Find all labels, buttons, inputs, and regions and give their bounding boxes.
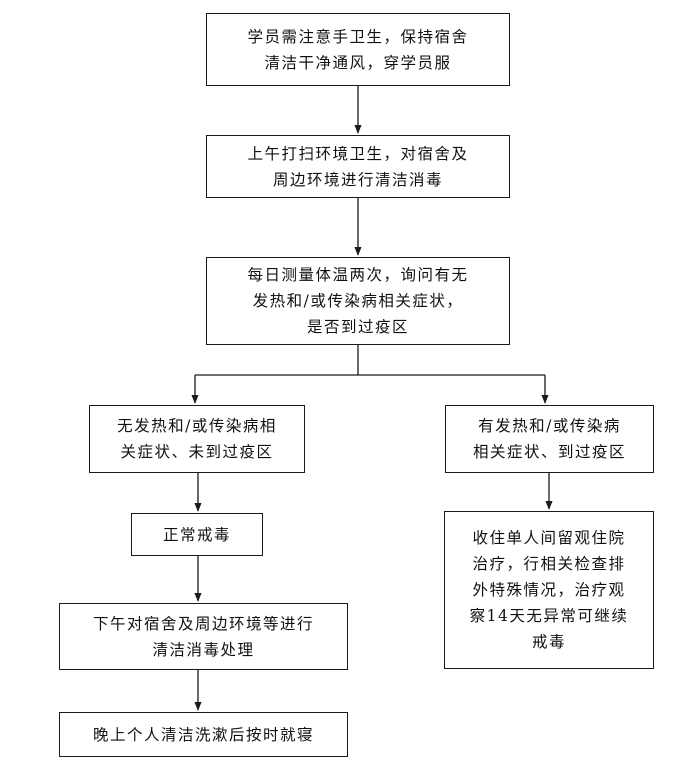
step-temperature-check-line-2: 发热和/或传染病相关症状，: [252, 292, 464, 310]
step-afternoon-disinfection-line-2: 清洁消毒处理: [152, 640, 255, 659]
condition-has-symptoms: 有发热和/或传染病 相关症状、到过疫区: [445, 405, 654, 473]
step-afternoon-disinfection: 下午对宿舍及周边环境等进行 清洁消毒处理: [59, 603, 348, 670]
condition-no-symptoms-line-1: 无发热和/或传染病相: [117, 417, 277, 435]
step-evening-bedtime: 晚上个人清洁洗漱后按时就寝: [59, 712, 348, 757]
condition-no-symptoms: 无发热和/或传染病相 关症状、未到过疫区: [89, 405, 305, 473]
step-isolation-treatment: 收住单人间留观住院 治疗，行相关检查排 外特殊情况，治疗观 察14天无异常可继续…: [444, 511, 654, 669]
step-isolation-treatment-line-1: 收住单人间留观住院: [472, 529, 626, 547]
step-hand-hygiene: 学员需注意手卫生，保持宿舍 清洁干净通风，穿学员服: [206, 13, 510, 86]
step-morning-cleaning-line-2: 周边环境进行清洁消毒: [272, 170, 443, 189]
step-isolation-treatment-line-2: 治疗，行相关检查排: [472, 555, 626, 573]
step-temperature-check-line-3: 是否到过疫区: [306, 318, 409, 336]
step-morning-cleaning: 上午打扫环境卫生，对宿舍及 周边环境进行清洁消毒: [206, 135, 510, 198]
step-normal-detox-line-1: 正常戒毒: [162, 525, 231, 544]
condition-has-symptoms-line-1: 有发热和/或传染病: [478, 417, 621, 435]
step-normal-detox: 正常戒毒: [131, 513, 263, 556]
step-hand-hygiene-line-1: 学员需注意手卫生，保持宿舍: [247, 27, 469, 46]
step-isolation-treatment-line-4: 察14天无异常可继续: [469, 607, 629, 625]
step-evening-bedtime-line-1: 晚上个人清洁洗漱后按时就寝: [92, 725, 314, 744]
step-temperature-check-line-1: 每日测量体温两次，询问有无: [247, 266, 469, 284]
condition-no-symptoms-line-2: 关症状、未到过疫区: [120, 443, 274, 461]
step-temperature-check: 每日测量体温两次，询问有无 发热和/或传染病相关症状， 是否到过疫区: [206, 257, 510, 345]
step-hand-hygiene-line-2: 清洁干净通风，穿学员服: [264, 53, 452, 72]
step-isolation-treatment-line-3: 外特殊情况，治疗观: [472, 581, 626, 599]
condition-has-symptoms-line-2: 相关症状、到过疫区: [472, 443, 626, 461]
step-morning-cleaning-line-1: 上午打扫环境卫生，对宿舍及: [247, 144, 469, 163]
step-afternoon-disinfection-line-1: 下午对宿舍及周边环境等进行: [92, 614, 314, 633]
step-isolation-treatment-line-5: 戒毒: [531, 633, 566, 651]
